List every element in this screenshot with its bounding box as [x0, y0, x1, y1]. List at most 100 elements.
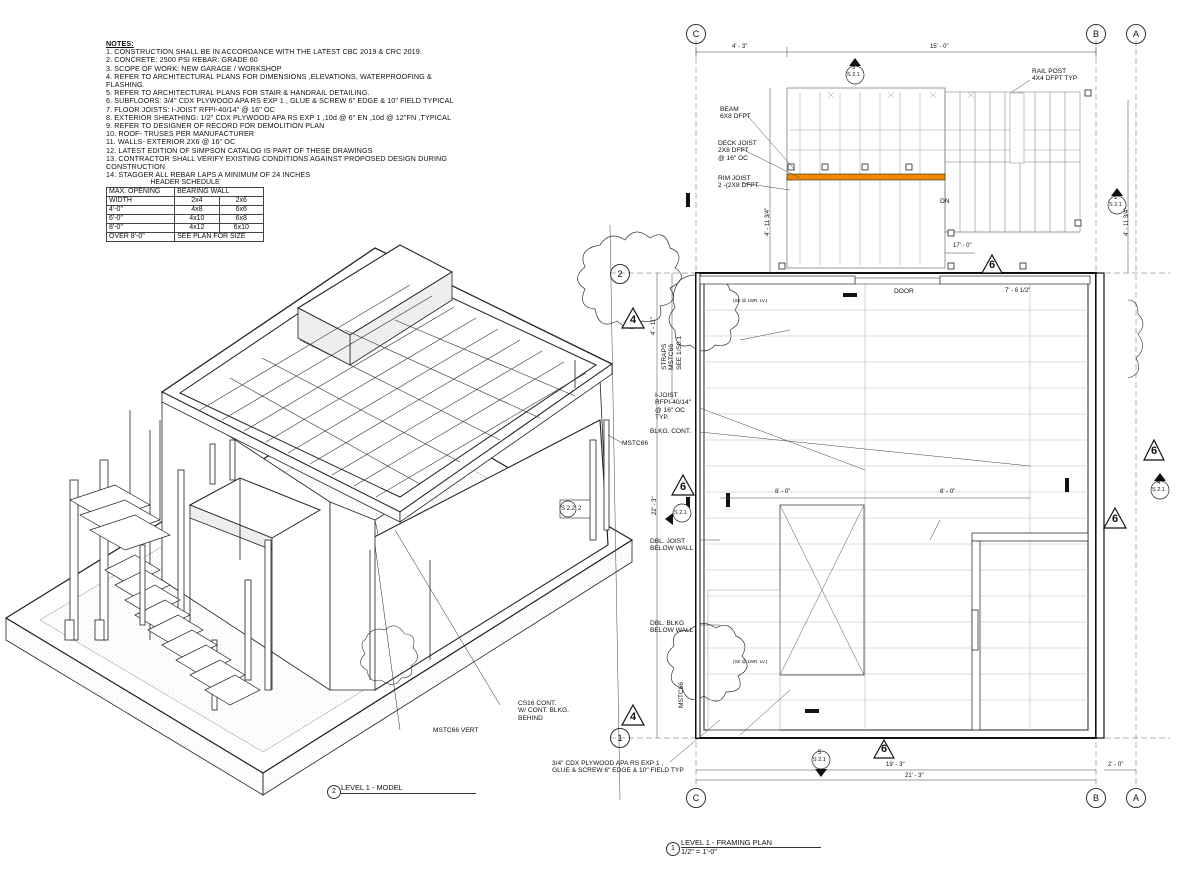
notes-heading: NOTES:: [106, 39, 134, 48]
label-cs16: CS16 CONT. W/ CONT. BLKG. BEHIND: [518, 700, 569, 722]
callout-small: (SE @ LWR. LV.): [733, 659, 768, 664]
note-line: 12. LATEST EDITION OF SIMPSON CATALOG IS…: [106, 145, 373, 155]
plan-title: LEVEL 1 - FRAMING PLAN: [681, 838, 772, 847]
section-bubbles: [559, 65, 1170, 770]
callout-beam: BEAM 6X8 DFPT: [720, 106, 751, 121]
schedule-cell: SEE PLAN FOR SIZE: [174, 232, 264, 242]
callout-dbl-joist: DBL. JOIST BELOW WALL: [650, 538, 694, 553]
rim-joist-highlight: [786, 173, 946, 181]
isometric-model: [4, 244, 634, 796]
section-markers: [620, 253, 1165, 759]
model-title-underline: [341, 793, 476, 794]
note-line: 1. CONSTRUCTION SHALL BE IN ACCORDANCE W…: [106, 47, 422, 57]
grid-bubble-a-top: A: [1126, 24, 1146, 44]
callout-door: DOOR: [894, 288, 914, 295]
model-detail-number: 2: [578, 506, 582, 512]
callout-small: (SE @ LWR. LV.): [733, 298, 768, 303]
header-schedule-title: HEADER SCHEDULE: [150, 179, 220, 186]
section-triangle: [670, 473, 696, 496]
section-triangle: [620, 703, 646, 726]
note-line: 8. EXTERIOR SHEATHING: 1/2" CDX PLYWOOD …: [106, 112, 452, 122]
framing-plan: [360, 40, 1170, 801]
section-triangle: [1143, 438, 1165, 461]
section-sheet: S 2.1: [1109, 202, 1122, 208]
section-tag: 6: [1111, 513, 1119, 525]
dimension-text: 4' - 3": [732, 44, 748, 50]
section-sheet: S 2.1: [813, 757, 826, 763]
callout-dbl-blkg: DBL. BLKG BELOW WALL: [650, 620, 694, 635]
label-mstc66: MSTC66: [622, 440, 649, 447]
dimension-text: 17' - 0": [953, 243, 972, 249]
note-line: 2. CONCRETE: 2500 PSI REBAR: GRADE 60: [106, 55, 258, 65]
dimension-text: 4' - 11 3/4": [1124, 207, 1130, 236]
section-sheet: S 2.1: [674, 510, 687, 516]
callout-rail-post: RAIL POST 4X4 DFPT TYP: [1032, 68, 1078, 83]
section-triangle: [1102, 506, 1128, 529]
callout-blkg: BLKG. CONT.: [650, 428, 692, 435]
callout-rim-joist: RIM JOIST 2 -(2X8 DFPT: [718, 175, 759, 190]
callout-straps: STRAPS MSTC66 SEE 1/S0.1: [661, 335, 683, 370]
plan-title-underline: [681, 847, 821, 848]
note-line: 11. WALLS- EXTERIOR 2X6 @ 16" OC: [106, 137, 236, 147]
model-detail-ref: S 2.2: [561, 506, 576, 512]
note-line: 7. FLOOR JOISTS: I-JOIST RFPI-40/14" @ 1…: [106, 104, 275, 114]
note-line: 10. ROOF- TRUSES PER MANUFACTURER: [106, 129, 255, 139]
dimension-text: 8' - 0": [940, 489, 956, 495]
grid-bubble-2: 2: [610, 264, 630, 284]
section-tag: 6: [988, 259, 996, 271]
callout-mstc66: MSTC66: [678, 681, 685, 708]
label-mstc66-vert: MSTC66 VERT: [433, 727, 479, 734]
dimension-text: 2' - 0": [1108, 762, 1124, 768]
note-line: 14. STAGGER ALL REBAR LAPS A MINIMUM OF …: [106, 170, 311, 180]
note-line: FLASHING.: [106, 80, 145, 90]
section-triangle: [872, 738, 896, 759]
dimension-text: 15' - 0": [930, 44, 949, 50]
section-tag: 6: [1150, 445, 1158, 457]
grid-bubble-b-top: B: [1086, 24, 1106, 44]
note-line: 13. CONTRACTOR SHALL VERIFY EXISTING CON…: [106, 153, 448, 163]
dimension-text: 19' - 3": [886, 762, 905, 768]
model-title: LEVEL 1 - MODEL: [341, 783, 403, 792]
grid-bubble-b-bottom: B: [1086, 788, 1106, 808]
note-line: 9. REFER TO DESIGNER OF RECORD FOR DEMOL…: [106, 121, 325, 131]
section-number: 3: [852, 65, 856, 71]
callout-i-joist: I-JOIST RFPI-40/14" @ 16" OC TYP.: [655, 392, 692, 422]
section-tag: 6: [880, 743, 888, 755]
section-number: 1: [1114, 195, 1118, 201]
section-number: 4: [1157, 480, 1161, 486]
section-tag: 4: [629, 314, 637, 326]
schedule-cell: OVER 8'-0": [105, 232, 176, 242]
plan-scale: 1/2" = 1'-0": [681, 847, 718, 856]
section-number: 5: [818, 750, 822, 756]
note-line: 5. REFER TO ARCHITECTURAL PLANS FOR STAI…: [106, 88, 370, 98]
section-tag: 6: [679, 481, 687, 493]
general-notes: NOTES: 1. CONSTRUCTION SHALL BE IN ACCOR…: [106, 39, 466, 180]
note-line: 6. SUBFLOORS: 3/4" CDX PLYWOOD APA RS EX…: [106, 96, 454, 106]
note-line: CONSTRUCTION: [106, 162, 166, 172]
note-line: 4. REFER TO ARCHITECTURAL PLANS FOR DIME…: [106, 71, 432, 81]
grid-bubble-c-top: C: [686, 24, 706, 44]
dimension-text: 22' - 3": [652, 496, 658, 515]
plan-title-bubble: 1: [666, 842, 680, 856]
callout-deck-joist: DECK JOIST 2X8 DFPT @ 16" OC: [718, 140, 757, 162]
section-tag: 4: [629, 711, 637, 723]
grid-bubble-a-bottom: A: [1126, 788, 1146, 808]
grid-bubble-1: 1: [610, 728, 630, 748]
dimension-text: 7' - 6 1/2": [1005, 288, 1031, 294]
dimension-text: 4' - 11 3/4": [765, 207, 771, 236]
dimension-text: 21' - 3": [905, 773, 924, 779]
callout-plywood: 3/4" CDX PLYWOOD APA RS EXP 1 , GLUE & S…: [552, 760, 684, 775]
note-line: 3. SCOPE OF WORK: NEW GARAGE / WORKSHOP: [106, 63, 282, 73]
dimension-text: 8' - 0": [775, 489, 791, 495]
callout-dn: DN: [940, 198, 950, 205]
section-sheet: S 2.1: [1152, 487, 1165, 493]
section-triangle: [980, 253, 1004, 274]
section-sheet: S 2.1: [847, 72, 860, 78]
section-triangle: [620, 306, 646, 329]
dimension-text: 4' - 11": [651, 316, 657, 335]
grid-bubble-c-bottom: C: [686, 788, 706, 808]
model-title-bubble: 2: [327, 785, 341, 799]
